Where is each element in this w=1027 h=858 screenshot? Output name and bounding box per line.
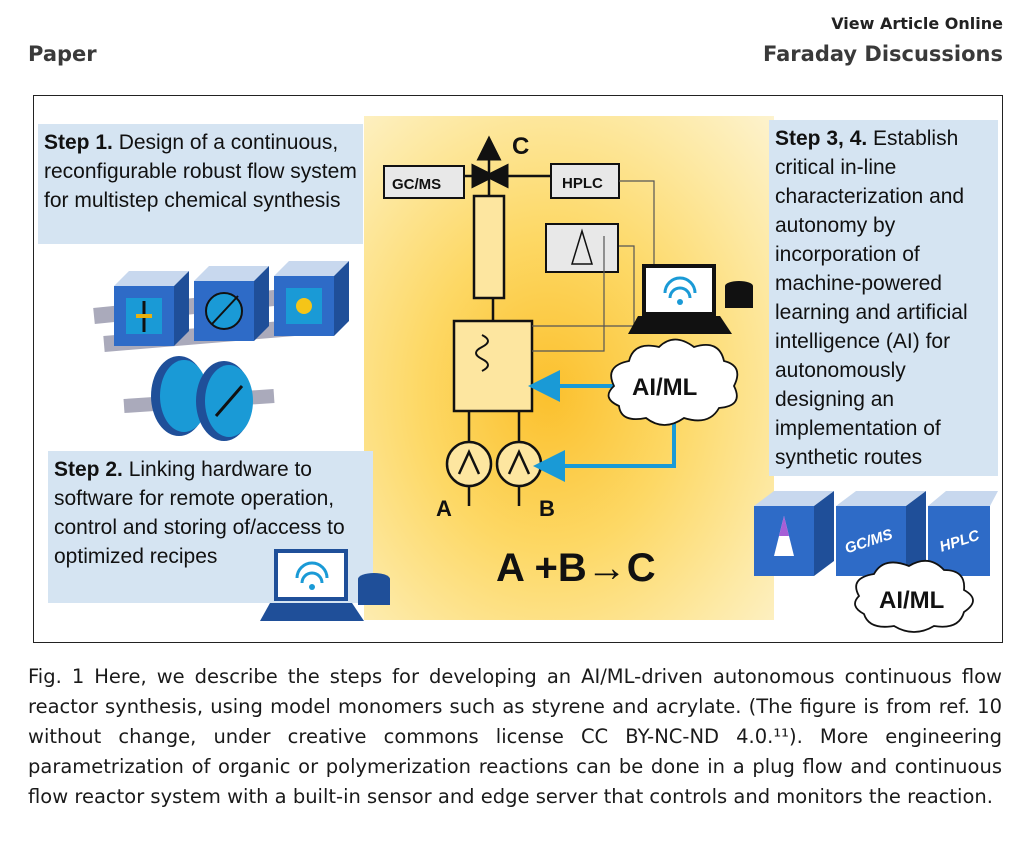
gcms-label: GC/MS — [392, 176, 441, 193]
diagram-label-a: A — [436, 496, 452, 521]
step34-title: Step 3, 4. — [775, 127, 868, 150]
module-cube-3 — [274, 261, 349, 336]
diagram-label-c: C — [512, 133, 529, 160]
aiml-cloud-center — [607, 338, 739, 426]
step2-title: Step 2. — [54, 458, 123, 481]
diagram-label-b: B — [539, 496, 555, 521]
caption-label: Fig. 1 — [28, 665, 85, 688]
header-journal-name: Faraday Discussions — [763, 42, 1003, 66]
gcms-box — [383, 165, 465, 199]
detector-box — [545, 223, 619, 273]
module-cube-1 — [114, 271, 189, 346]
module-cube-2 — [194, 266, 269, 341]
step34-text: Establish critical in-line characterizat… — [775, 127, 968, 469]
aiml-right-label: AI/ML — [879, 587, 944, 614]
view-article-online-link[interactable]: View Article Online — [831, 14, 1003, 33]
flow-modules-illustration — [93, 261, 349, 441]
analytics-cubes — [754, 491, 998, 633]
figure-1: Step 1. Design of a continuous, reconfig… — [33, 95, 1003, 643]
step1-box: Step 1. Design of a continuous, reconfig… — [38, 124, 363, 244]
header-section-label: Paper — [28, 42, 97, 66]
step1-text: Design of a continuous, reconfigurable r… — [44, 131, 357, 212]
hplc-box — [550, 163, 620, 199]
flow-diagram: C GC/MS HPLC A B AI/ML AI/ML GC/MS HPLC — [93, 133, 998, 633]
laptop-icon-center — [628, 264, 753, 334]
reactor-schematic — [445, 135, 551, 506]
hplc-label: HPLC — [562, 175, 603, 192]
reaction-equation: A +B→C — [496, 546, 656, 590]
caption-text: Here, we describe the steps for developi… — [28, 665, 1002, 808]
step34-box: Step 3, 4. Establish critical in-line ch… — [769, 120, 998, 476]
step1-title: Step 1. — [44, 131, 113, 154]
aiml-center-label: AI/ML — [632, 374, 697, 401]
signal-lines — [532, 180, 655, 352]
laptop-icon-left — [260, 549, 390, 621]
aiml-cloud-right — [854, 560, 974, 633]
cube-spectrum — [754, 491, 834, 576]
mixer-discs — [151, 356, 253, 441]
step2-text: Linking hardware to software for remote … — [54, 458, 345, 568]
